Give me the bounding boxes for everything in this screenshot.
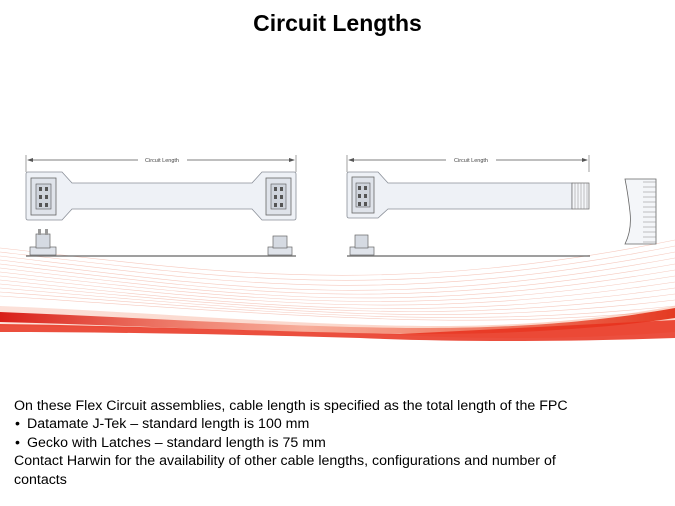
decorative-swoosh — [0, 239, 675, 341]
bullet-text: Gecko with Latches – standard length is … — [27, 434, 326, 451]
left-dimension-label: Circuit Length — [145, 158, 179, 164]
gecko-assembly-drawing — [346, 155, 657, 257]
bullet-item: Datamate J-Tek – standard length is 100 … — [14, 415, 664, 433]
slide-title: Circuit Lengths — [253, 10, 422, 36]
closing-line: Contact Harwin for the availability of o… — [14, 453, 556, 470]
slide-body: On these Flex Circuit assemblies, cable … — [14, 397, 664, 489]
bullet-text: Datamate J-Tek – standard length is 100 … — [27, 416, 310, 433]
closing-line-continued: contacts — [14, 471, 67, 488]
datamate-assembly-drawing — [25, 155, 297, 257]
right-dimension-label: Circuit Length — [454, 158, 488, 164]
bullet-item: Gecko with Latches – standard length is … — [14, 434, 664, 452]
intro-line: On these Flex Circuit assemblies, cable … — [14, 398, 568, 414]
